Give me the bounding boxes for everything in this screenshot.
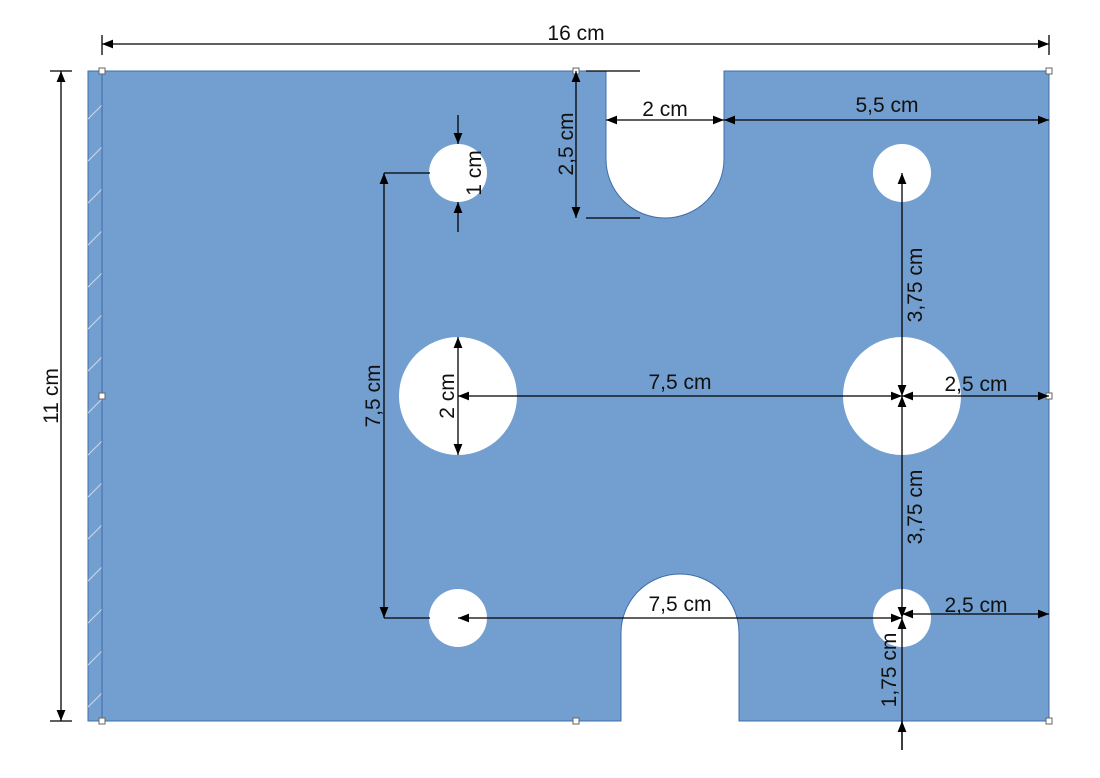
label-top-slot-depth: 2,5 cm: [555, 112, 578, 175]
hatch-mark: [87, 356, 103, 372]
hatch-mark: [87, 230, 103, 246]
label-top-right-offset: 5,5 cm: [855, 94, 918, 117]
label-bottom-hole-spacing: 7,5 cm: [648, 593, 711, 616]
label-bottom-right-offset: 2,5 cm: [944, 594, 1007, 617]
hatch-mark: [87, 692, 103, 708]
label-right-mid-offset: 2,5 cm: [944, 373, 1007, 396]
label-overall-width: 16 cm: [547, 22, 604, 45]
hatch-mark: [87, 608, 103, 624]
hatch-mark: [87, 398, 103, 414]
label-top-slot-width: 2 cm: [642, 98, 688, 121]
label-large-hole-diameter: 2 cm: [436, 373, 459, 419]
hatch-mark: [87, 482, 103, 498]
hatch-mark: [87, 440, 103, 456]
hatch-mark: [87, 146, 103, 162]
hatch-mark: [87, 524, 103, 540]
label-right-lower-spacing: 3,75 cm: [904, 470, 927, 545]
dimension-lines: [50, 35, 1050, 750]
label-bottom-offset: 1,75 cm: [878, 633, 901, 708]
hatch-mark: [87, 314, 103, 330]
hatch-mark: [87, 650, 103, 666]
hatch-mark: [87, 566, 103, 582]
label-large-hole-spacing: 7,5 cm: [648, 371, 711, 394]
label-small-hole-diameter: 1 cm: [463, 150, 486, 196]
label-right-upper-spacing: 3,75 cm: [904, 248, 927, 323]
label-overall-height: 11 cm: [40, 368, 63, 424]
hatch-mark: [87, 188, 103, 204]
hatch-mark: [87, 272, 103, 288]
label-left-vertical-spacing: 7,5 cm: [362, 364, 385, 427]
hole-small-top-left[interactable]: [429, 144, 487, 202]
hatch-mark: [87, 104, 103, 120]
